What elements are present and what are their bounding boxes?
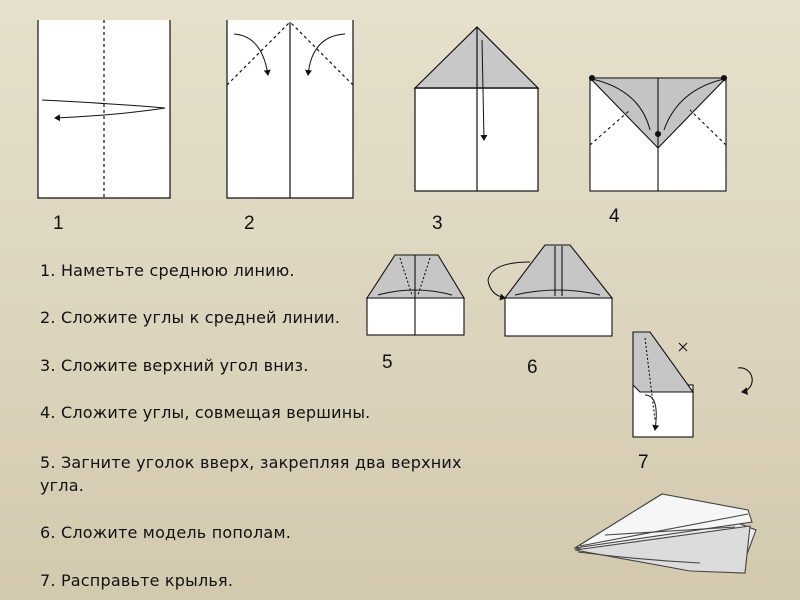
step-5-figure bbox=[365, 254, 465, 336]
step-7-figure bbox=[632, 331, 753, 438]
instruction-2: 2. Сложите углы к средней линии. bbox=[40, 308, 341, 327]
instruction-1: 1. Наметьте среднюю линию. bbox=[40, 261, 295, 280]
step-2-figure bbox=[226, 20, 354, 199]
step-1-figure bbox=[37, 20, 171, 199]
step-6-figure bbox=[487, 244, 614, 337]
step-label-1: 1 bbox=[53, 213, 64, 234]
instruction-4: 4. Сложите углы, совмещая вершины. bbox=[40, 403, 371, 422]
step-label-5: 5 bbox=[382, 352, 393, 373]
instruction-5: 5. Загните уголок вверх, закрепляя два в… bbox=[40, 453, 462, 495]
instruction-6: 6. Сложите модель пополам. bbox=[40, 523, 291, 542]
step-label-7: 7 bbox=[638, 452, 649, 473]
step-4-figure bbox=[588, 74, 728, 192]
finished-airplane-figure bbox=[573, 493, 757, 574]
step-label-6: 6 bbox=[527, 357, 538, 378]
step-label-2: 2 bbox=[244, 213, 255, 234]
step-label-3: 3 bbox=[432, 213, 443, 234]
step-3-figure bbox=[413, 26, 540, 192]
instruction-3: 3. Сложите верхний угол вниз. bbox=[40, 356, 309, 375]
step-label-4: 4 bbox=[609, 206, 620, 227]
instruction-7: 7. Расправьте крылья. bbox=[40, 571, 234, 590]
